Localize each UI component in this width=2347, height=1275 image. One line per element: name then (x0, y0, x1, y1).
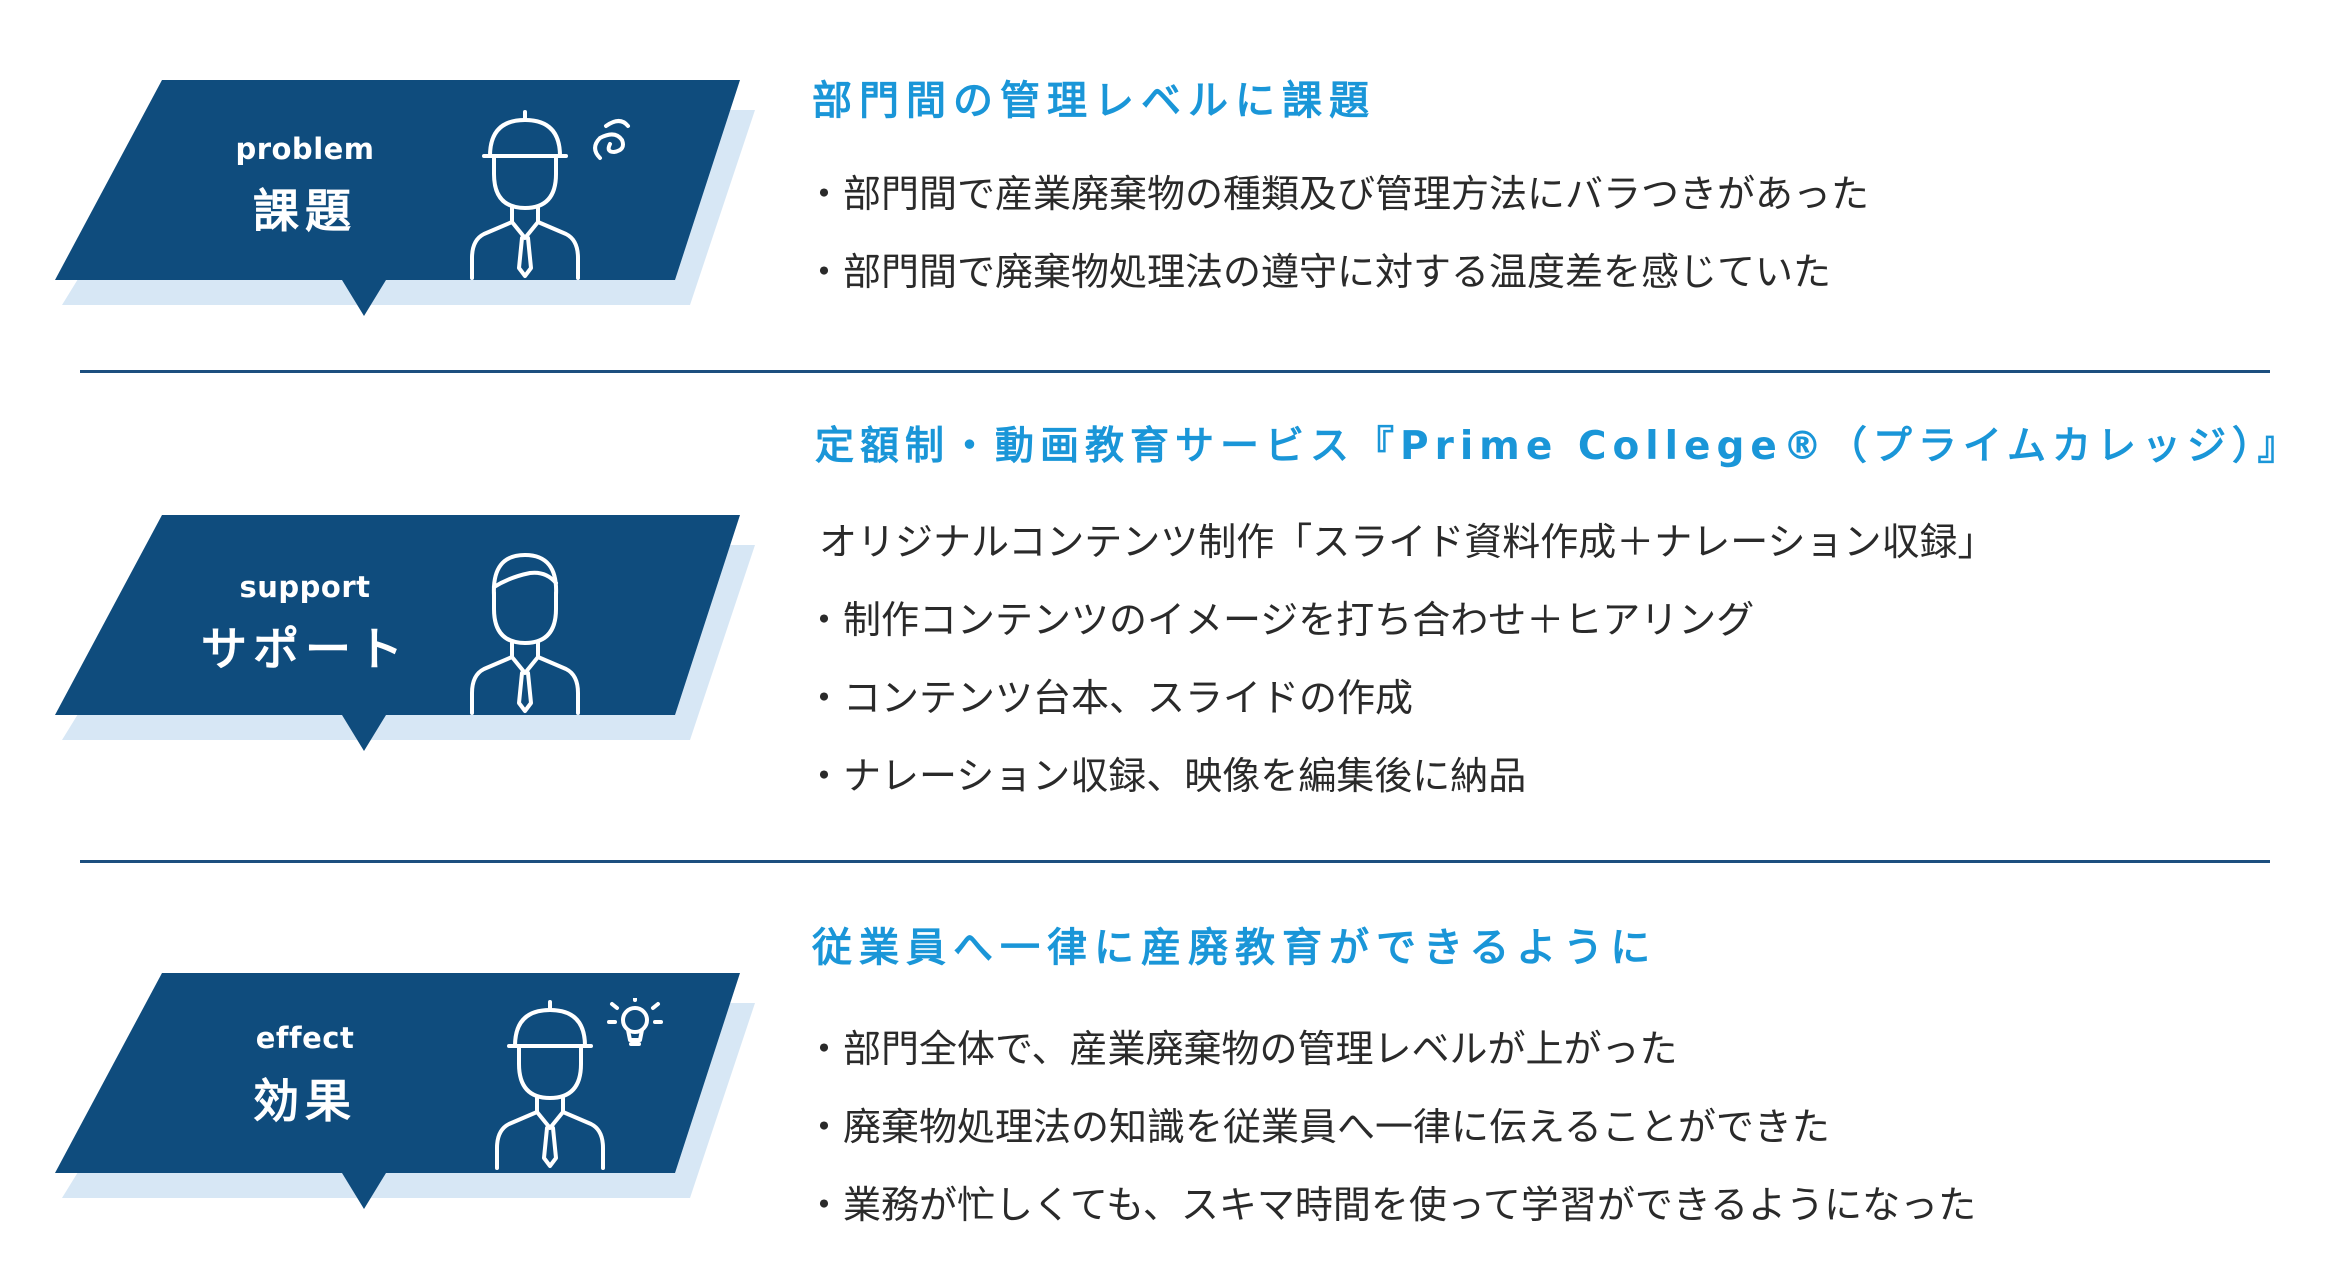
list-item: ・制作コンテンツのイメージを打ち合わせ＋ヒアリング (805, 598, 1755, 642)
badge-ja-label: 課題 (253, 184, 357, 238)
section-problem: problem 課題 部門間の管理レベルに課 (0, 0, 2347, 375)
list-item: ・部門間で産業廃棄物の種類及び管理方法にバラつきがあった (805, 172, 1870, 216)
badge-shape (55, 515, 755, 751)
badge-en-label: effect (255, 1021, 355, 1055)
worker-with-helmet-confused-icon (470, 110, 630, 280)
list-item: ・コンテンツ台本、スライドの作成 (805, 676, 1414, 720)
businessman-icon (470, 553, 580, 715)
support-heading: 定額制・動画教育サービス『Prime College®（プライムカレッジ）』 (815, 424, 2303, 469)
effect-heading: 従業員へ一律に産廃教育ができるように (812, 925, 1658, 971)
badge-en-label: problem (235, 132, 375, 166)
section-effect: effect 効果 (0, 865, 2347, 1275)
list-item: ・業務が忙しくても、スキマ時間を使って学習ができるようになった (805, 1183, 1977, 1227)
list-item: ・廃棄物処理法の知識を従業員へ一律に伝えることができた (805, 1105, 1830, 1149)
effect-item-list: ・部門全体で、産業廃棄物の管理レベルが上がった ・廃棄物処理法の知識を従業員へ一… (805, 1010, 1976, 1244)
list-item: ・部門全体で、産業廃棄物の管理レベルが上がった (805, 1027, 1678, 1071)
problem-badge: problem 課題 (50, 80, 760, 340)
effect-badge: effect 効果 (50, 973, 760, 1233)
badge-en-label: support (239, 570, 371, 604)
section-support: support サポート 定額制・動画教育サービス『Prime College®… (0, 375, 2347, 865)
problem-item-list: ・部門間で産業廃棄物の種類及び管理方法にバラつきがあった ・部門間で廃棄物処理法… (805, 155, 1869, 311)
badge-ja-label: 効果 (253, 1074, 357, 1128)
problem-heading: 部門間の管理レベルに課題 (812, 78, 1376, 124)
badge-shape (55, 80, 755, 316)
list-item: オリジナルコンテンツ制作「スライド資料作成＋ナレーション収録」 (819, 520, 1996, 564)
section-divider (80, 370, 2270, 373)
support-item-list: オリジナルコンテンツ制作「スライド資料作成＋ナレーション収録」 ・制作コンテンツ… (805, 503, 1995, 815)
badge-ja-label: サポート (201, 622, 409, 676)
section-divider (80, 860, 2270, 863)
list-item: ・ナレーション収録、映像を編集後に納品 (805, 754, 1527, 798)
list-item: ・部門間で廃棄物処理法の遵守に対する温度差を感じていた (805, 250, 1832, 294)
worker-with-helmet-lightbulb-icon (495, 998, 663, 1170)
support-badge: support サポート (50, 515, 760, 775)
